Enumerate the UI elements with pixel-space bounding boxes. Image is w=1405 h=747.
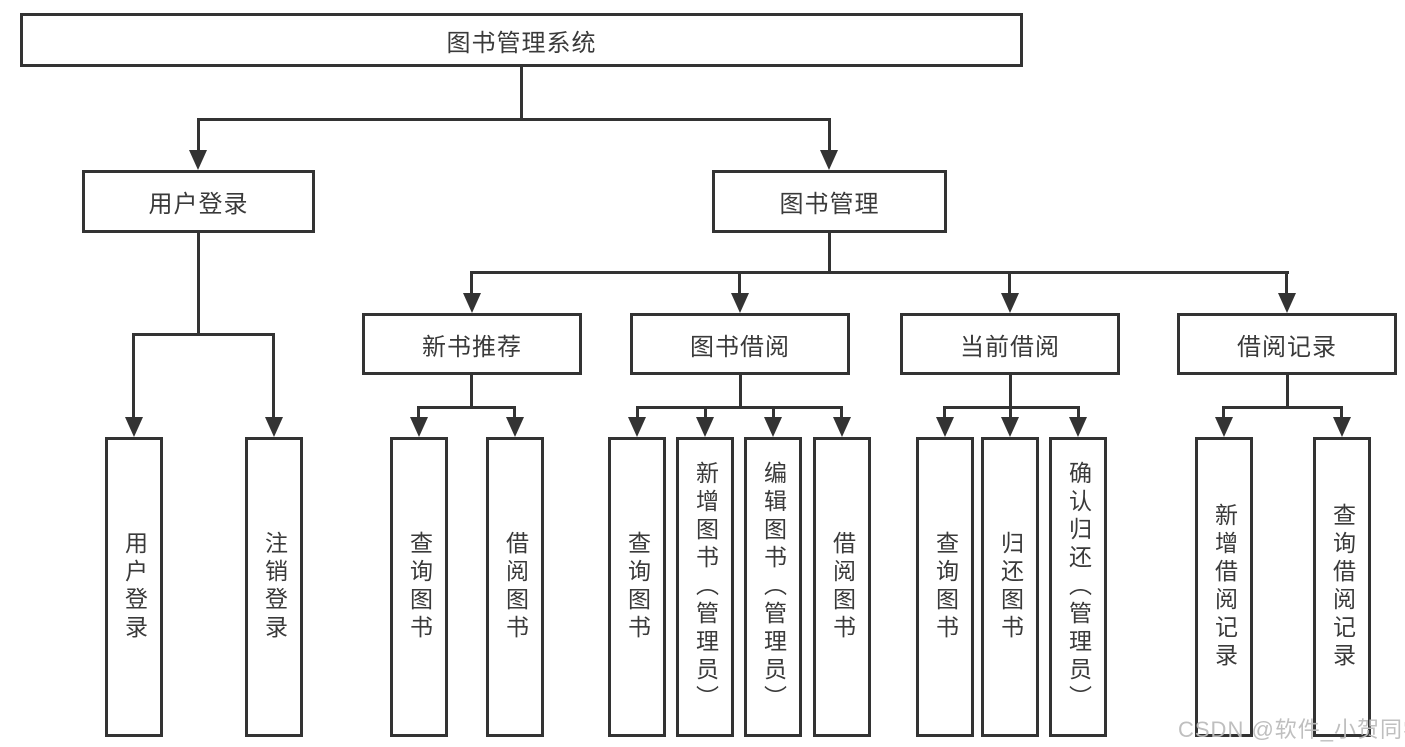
arrow-down-icon [463, 293, 481, 313]
leaf-borrow-books-recommend: 借阅图书 [486, 437, 544, 737]
arrow-down-icon [125, 417, 143, 437]
connector-line [197, 233, 200, 335]
arrow-down-icon [1333, 417, 1351, 437]
leaf-borrow-books-label: 借阅图书 [829, 531, 856, 643]
connector-line [636, 406, 639, 419]
connector-line [197, 118, 831, 121]
leaf-borrow-books-recommend-label: 借阅图书 [502, 531, 529, 643]
node-new-book-recommendation: 新书推荐 [362, 313, 582, 375]
leaf-borrow-books: 借阅图书 [813, 437, 871, 737]
connector-line [470, 375, 473, 408]
node-user-login-label: 用户登录 [148, 191, 249, 218]
connector-line [520, 67, 523, 120]
connector-line [840, 406, 843, 419]
connector-line [272, 333, 275, 419]
connector-line [197, 118, 200, 152]
node-current-borrowing: 当前借阅 [900, 313, 1120, 375]
connector-line [1077, 406, 1080, 419]
arrow-down-icon [731, 293, 749, 313]
arrow-down-icon [1215, 417, 1233, 437]
node-borrowing-records: 借阅记录 [1177, 313, 1397, 375]
connector-line [1222, 406, 1225, 419]
arrow-down-icon [833, 417, 851, 437]
connector-line [471, 271, 1289, 274]
connector-line [738, 271, 741, 295]
node-user-login: 用户登录 [82, 170, 315, 233]
arrow-down-icon [189, 150, 207, 170]
leaf-query-books-borrowing-label: 查询图书 [624, 531, 651, 643]
connector-line [470, 271, 473, 295]
node-book-management-label: 图书管理 [779, 191, 880, 218]
node-root: 图书管理系统 [20, 13, 1023, 67]
connector-line [943, 406, 946, 419]
connector-line [828, 118, 831, 152]
connector-line [828, 233, 831, 273]
connector-line [772, 406, 775, 419]
arrow-down-icon [506, 417, 524, 437]
connector-line [1285, 271, 1288, 295]
node-book-borrowing-label: 图书借阅 [690, 333, 790, 361]
connector-line [704, 406, 707, 419]
leaf-edit-books-admin: 编辑图书（管理员） [744, 437, 802, 737]
leaf-confirm-return-admin: 确认归还（管理员） [1049, 437, 1107, 737]
connector-line [418, 406, 516, 409]
connector-line [636, 406, 843, 409]
arrow-down-icon [1001, 293, 1019, 313]
leaf-query-books-recommend-label: 查询图书 [406, 531, 433, 643]
arrow-down-icon [696, 417, 714, 437]
leaf-edit-books-admin-label: 编辑图书（管理员） [760, 461, 787, 713]
csdn-watermark: CSDN @软件_小贺同学 [1178, 717, 1405, 742]
arrow-down-icon [936, 417, 954, 437]
leaf-query-books-recommend: 查询图书 [390, 437, 448, 737]
leaf-user-login: 用户登录 [105, 437, 163, 737]
connector-line [1286, 375, 1289, 408]
connector-line [1009, 375, 1012, 408]
arrow-down-icon [265, 417, 283, 437]
arrow-down-icon [820, 150, 838, 170]
arrow-down-icon [764, 417, 782, 437]
connector-line [739, 375, 742, 408]
connector-line [1340, 406, 1343, 419]
leaf-logout-label: 注销登录 [261, 531, 288, 643]
connector-line [132, 333, 135, 419]
leaf-logout: 注销登录 [245, 437, 303, 737]
leaf-query-books-current: 查询图书 [916, 437, 974, 737]
arrow-down-icon [1069, 417, 1087, 437]
leaf-return-books: 归还图书 [981, 437, 1039, 737]
leaf-add-borrow-record-label: 新增借阅记录 [1211, 503, 1238, 671]
arrow-down-icon [410, 417, 428, 437]
connector-line [417, 406, 420, 419]
node-root-label: 图书管理系统 [446, 29, 597, 57]
node-book-management: 图书管理 [712, 170, 947, 233]
connector-line [513, 406, 516, 419]
leaf-add-borrow-record: 新增借阅记录 [1195, 437, 1253, 737]
leaf-query-borrow-record-label: 查询借阅记录 [1329, 503, 1356, 671]
leaf-confirm-return-admin-label: 确认归还（管理员） [1065, 461, 1092, 713]
arrow-down-icon [1278, 293, 1296, 313]
leaf-query-books-borrowing: 查询图书 [608, 437, 666, 737]
arrow-down-icon [1001, 417, 1019, 437]
leaf-query-borrow-record: 查询借阅记录 [1313, 437, 1371, 737]
node-current-borrowing-label: 当前借阅 [960, 333, 1060, 361]
connector-line [1008, 271, 1011, 295]
node-borrowing-records-label: 借阅记录 [1237, 333, 1337, 361]
connector-line [1009, 406, 1012, 419]
leaf-add-books-admin-label: 新增图书（管理员） [692, 461, 719, 713]
leaf-add-books-admin: 新增图书（管理员） [676, 437, 734, 737]
node-new-book-recommendation-label: 新书推荐 [422, 333, 522, 361]
connector-line [133, 333, 275, 336]
node-book-borrowing: 图书借阅 [630, 313, 850, 375]
leaf-query-books-current-label: 查询图书 [932, 531, 959, 643]
arrow-down-icon [628, 417, 646, 437]
leaf-user-login-label: 用户登录 [121, 531, 148, 643]
leaf-return-books-label: 归还图书 [997, 531, 1024, 643]
connector-line [1223, 406, 1343, 409]
